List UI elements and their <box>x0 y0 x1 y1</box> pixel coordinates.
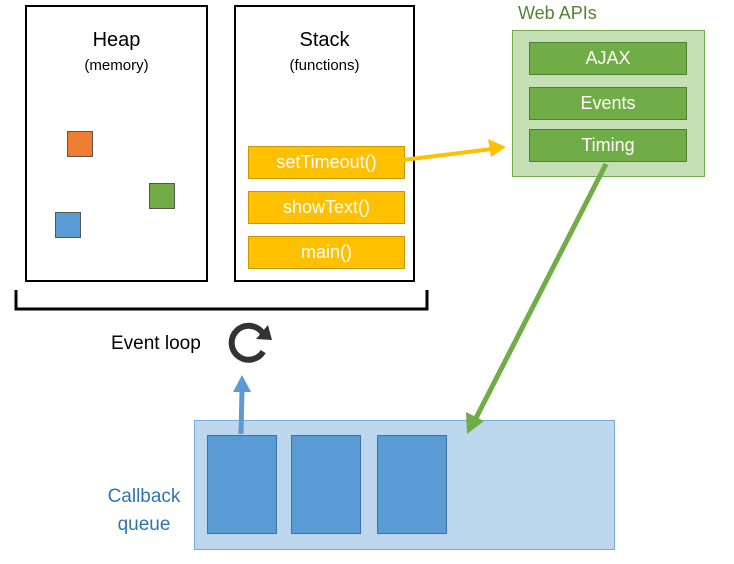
heap-object-orange <box>67 131 93 157</box>
web-api-timing: Timing <box>529 129 687 162</box>
stack-panel: Stack (functions) setTimeout() showText(… <box>234 5 415 282</box>
dequeue-arrow <box>233 375 251 435</box>
stack-frame-showtext: showText() <box>248 191 405 224</box>
refresh-icon <box>228 322 272 363</box>
stack-subtitle: (functions) <box>289 57 360 74</box>
heap-subtitle: (memory) <box>84 57 149 74</box>
call-arrow <box>402 139 506 162</box>
web-apis-box: AJAX Events Timing <box>512 30 705 177</box>
callback-queue-label-line1: Callback <box>107 486 181 507</box>
callback-arrow <box>466 162 609 434</box>
stack-title: Stack <box>299 29 350 51</box>
callback-queue-label-line2: queue <box>117 514 171 535</box>
callback-item <box>377 435 447 534</box>
heap-title: Heap <box>92 29 141 51</box>
stack-frame-settimeout: setTimeout() <box>248 146 405 179</box>
heap-object-blue <box>55 212 81 238</box>
event-loop-label: Event loop <box>111 333 201 354</box>
heap-panel: Heap (memory) <box>25 5 208 282</box>
runtime-brace <box>14 290 429 311</box>
web-api-events: Events <box>529 87 687 120</box>
stack-frame-main: main() <box>248 236 405 269</box>
heap-object-green <box>149 183 175 209</box>
web-apis-title: Web APIs <box>518 3 597 23</box>
callback-queue-box <box>194 420 615 550</box>
web-api-ajax: AJAX <box>529 42 687 75</box>
callback-item <box>291 435 361 534</box>
callback-item <box>207 435 277 534</box>
